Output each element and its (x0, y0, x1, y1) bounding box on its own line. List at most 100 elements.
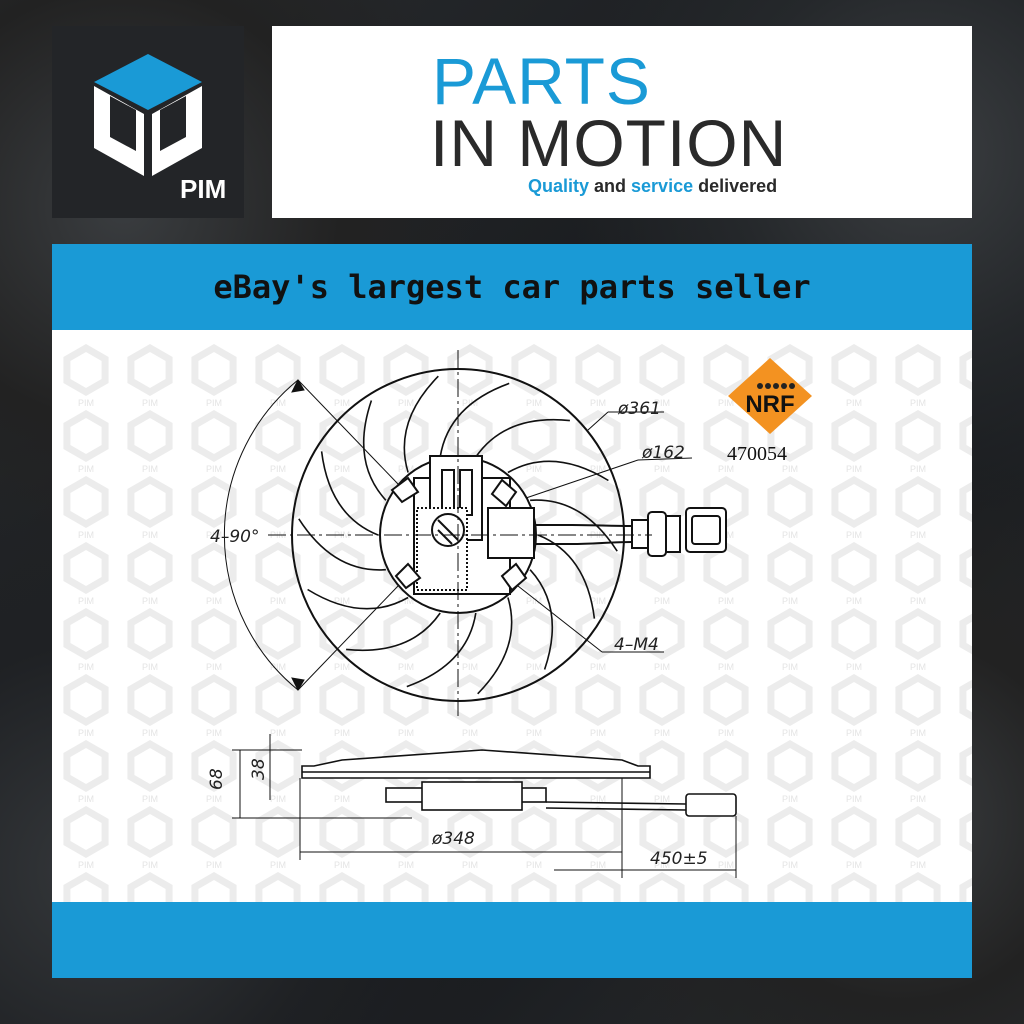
watermark-text: PIM (462, 662, 478, 672)
watermark-hex (127, 541, 173, 595)
fan-blade (298, 518, 386, 571)
watermark-hex (255, 409, 301, 463)
watermark-hex (831, 673, 877, 727)
watermark-hex (767, 871, 813, 902)
product-drawing-panel: PIM PIM PIM PIM PIM PIM PIM PIM PIM PIM PIM PIM PIM P… (52, 330, 972, 902)
watermark-hex (575, 871, 621, 902)
watermark-hex (831, 343, 877, 397)
watermark-text: PIM (462, 860, 478, 870)
watermark-hex (575, 673, 621, 727)
watermark-text: PIM (206, 662, 222, 672)
watermark-hex (639, 739, 685, 793)
fan-blade (320, 451, 379, 536)
watermark-hex (703, 673, 749, 727)
watermark-text: PIM (654, 728, 670, 738)
watermark-text: PIM (910, 596, 926, 606)
watermark-text: PIM (526, 398, 542, 408)
watermark-hex (127, 343, 173, 397)
watermark-hex (767, 607, 813, 661)
watermark-hex (895, 541, 941, 595)
watermark-hex (959, 679, 972, 721)
watermark-hex (703, 607, 749, 661)
watermark-text: PIM (846, 398, 862, 408)
watermark-hex (831, 409, 877, 463)
watermark-hex (383, 343, 429, 397)
watermark-hex (959, 349, 972, 391)
dim-angle: 4–90° (210, 527, 259, 547)
watermark-text: PIM (270, 398, 286, 408)
watermark-text: PIM (142, 860, 158, 870)
pim-logo-text: PIM (180, 174, 227, 204)
watermark-hex (831, 739, 877, 793)
dim-blade-diameter: ø348 (431, 829, 475, 849)
watermark-hex (191, 607, 237, 661)
watermark-text: PIM (270, 728, 286, 738)
watermark-hex (959, 877, 972, 902)
side-dimension-lines (232, 734, 737, 878)
watermark-text: PIM (782, 662, 798, 672)
watermark-text: PIM (334, 662, 350, 672)
nrf-logo: NRF (728, 358, 812, 434)
watermark-hex (127, 475, 173, 529)
watermark-hex (639, 343, 685, 397)
watermark-text: PIM (206, 794, 222, 804)
watermark-text: PIM (782, 860, 798, 870)
pim-logo: PIM (52, 26, 244, 218)
watermark-text: PIM (78, 794, 94, 804)
watermark-hex (831, 871, 877, 902)
watermark-text: PIM (654, 596, 670, 606)
cube-icon (94, 54, 202, 176)
watermark-text: PIM (782, 464, 798, 474)
dim-screws: 4–M4 (614, 635, 659, 655)
watermark-text: PIM (334, 398, 350, 408)
watermark-text: PIM (334, 728, 350, 738)
watermark-hex (255, 871, 301, 902)
watermark-hex (703, 805, 749, 859)
watermark-hex (703, 871, 749, 902)
watermark-text: PIM (142, 794, 158, 804)
watermark-text: PIM (78, 728, 94, 738)
watermark-hex (63, 475, 109, 529)
fan-blade (403, 375, 439, 473)
brand-title-parts: PARTS (432, 44, 651, 118)
watermark-hex (191, 343, 237, 397)
watermark-text: PIM (142, 662, 158, 672)
watermark-hex (191, 805, 237, 859)
fan-side-view (301, 749, 737, 817)
watermark-hex (191, 673, 237, 727)
watermark-hex (895, 805, 941, 859)
watermark-hex (831, 607, 877, 661)
watermark-text: PIM (910, 860, 926, 870)
watermark-hex (127, 805, 173, 859)
watermark-hex (319, 805, 365, 859)
watermark-hex (447, 343, 493, 397)
watermark-hex (831, 805, 877, 859)
watermark-text: PIM (270, 794, 286, 804)
watermark-hex (63, 673, 109, 727)
watermark-hex (959, 745, 972, 787)
watermark-hex (127, 871, 173, 902)
dim-height-blade: 38 (249, 758, 269, 780)
tagline-and: and (589, 176, 632, 196)
watermark-hex (63, 409, 109, 463)
watermark-text: PIM (78, 596, 94, 606)
watermark-hex (319, 409, 365, 463)
watermark-text: PIM (462, 728, 478, 738)
watermark-hex (575, 475, 621, 529)
watermark-hex (767, 541, 813, 595)
watermark-text: PIM (846, 530, 862, 540)
watermark-hex (895, 409, 941, 463)
watermark-hex (703, 409, 749, 463)
watermark-text: PIM (654, 794, 670, 804)
watermark-hex (703, 739, 749, 793)
watermark-text: PIM (654, 464, 670, 474)
brand-tagline: Quality and service delivered (528, 176, 777, 197)
fan-blade (307, 588, 409, 610)
watermark-text: PIM (718, 464, 734, 474)
brand-header: PARTS IN MOTION Quality and service deli… (272, 26, 972, 218)
watermark-text: PIM (654, 860, 670, 870)
watermark-hex (575, 805, 621, 859)
watermark-text: PIM (334, 860, 350, 870)
watermark-hex (255, 739, 301, 793)
watermark-hex (895, 871, 941, 902)
